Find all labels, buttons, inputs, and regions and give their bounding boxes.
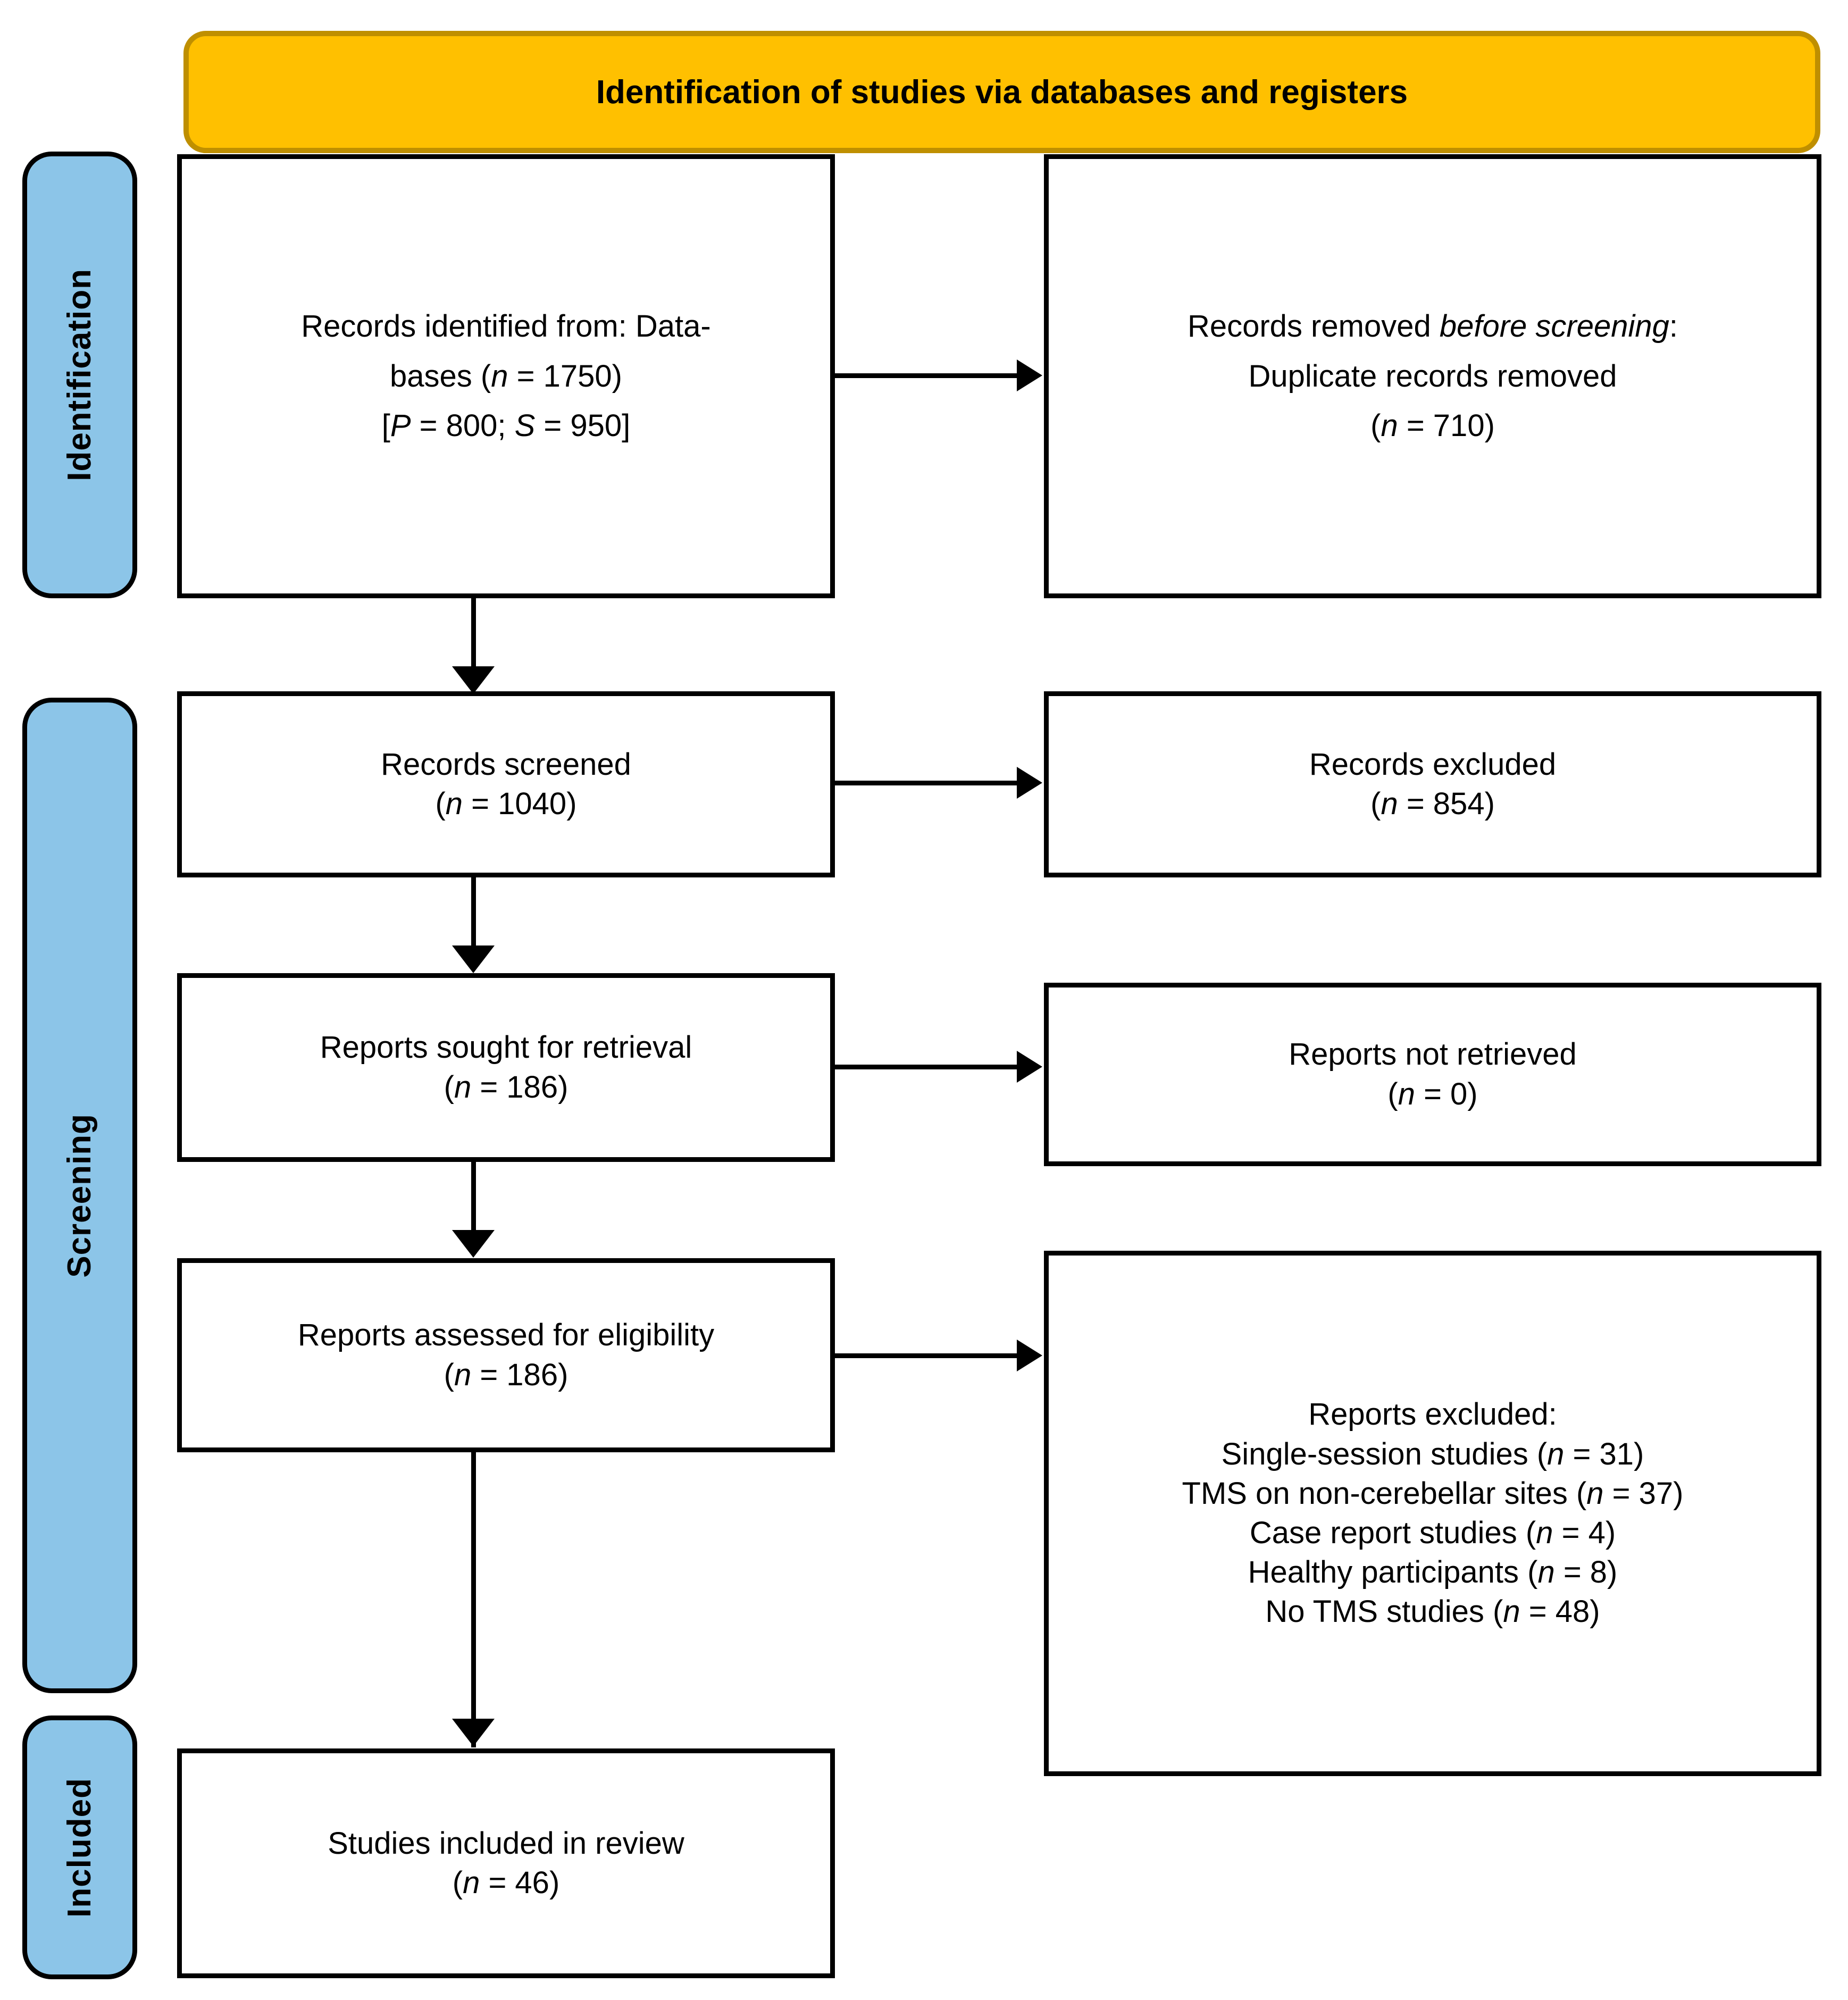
reports-assessed-line2: (n = 186) bbox=[444, 1357, 568, 1392]
stage-pill-identification: Identification bbox=[22, 152, 137, 598]
reports-sought-line2: (n = 186) bbox=[444, 1069, 568, 1104]
box-records-identified: Records identified from: Data- bases (n … bbox=[177, 154, 835, 598]
stage-pill-screening: Screening bbox=[22, 698, 137, 1693]
variable-n: n bbox=[1381, 786, 1398, 821]
arrowhead-identified-to-removed bbox=[1017, 359, 1042, 391]
variable-n: n bbox=[1381, 408, 1398, 443]
variable-n: n bbox=[463, 1865, 480, 1900]
page-title: Identification of studies via databases … bbox=[596, 73, 1408, 111]
records-identified-line3: [P = 800; S = 950] bbox=[381, 408, 631, 443]
connector-screened-to-sought bbox=[471, 877, 476, 965]
variable-n: n bbox=[1547, 1436, 1565, 1471]
connector-identified-to-removed bbox=[835, 373, 1020, 378]
stage-label-identification: Identification bbox=[61, 269, 98, 481]
reports-assessed-line1: Reports assessed for eligibility bbox=[297, 1318, 715, 1353]
box-reports-excluded: Reports excluded: Single-session studies… bbox=[1044, 1251, 1821, 1776]
variable-n: n bbox=[454, 1069, 472, 1104]
records-screened-line2: (n = 1040) bbox=[435, 786, 577, 821]
studies-included-line1: Studies included in review bbox=[328, 1826, 684, 1861]
records-excluded-line1: Records excluded bbox=[1309, 747, 1557, 782]
arrowhead-assessed-to-included bbox=[452, 1719, 495, 1746]
variable-p: P bbox=[390, 408, 411, 443]
arrowhead-sought-to-assessed bbox=[452, 1230, 495, 1258]
stage-label-included: Included bbox=[61, 1777, 98, 1918]
reports-excluded-reason: Case report studies (n = 4) bbox=[1249, 1516, 1616, 1550]
connector-sought-to-assessed bbox=[471, 1162, 476, 1250]
stage-label-screening: Screening bbox=[61, 1113, 98, 1278]
box-records-screened: Records screened (n = 1040) bbox=[177, 691, 835, 877]
variable-n: n bbox=[1398, 1076, 1415, 1111]
records-removed-line1: Records removed before screening: bbox=[1187, 308, 1678, 344]
reports-excluded-reason: Healthy participants (n = 8) bbox=[1248, 1555, 1618, 1590]
box-studies-included: Studies included in review (n = 46) bbox=[177, 1748, 835, 1978]
variable-n: n bbox=[1586, 1476, 1604, 1511]
variable-n: n bbox=[454, 1357, 472, 1392]
reports-not-retrieved-line2: (n = 0) bbox=[1387, 1076, 1478, 1111]
stage-pill-included: Included bbox=[22, 1716, 137, 1979]
variable-n: n bbox=[491, 358, 508, 394]
variable-s: S bbox=[514, 408, 536, 443]
arrowhead-identified-to-screened bbox=[452, 666, 495, 694]
records-removed-line2: Duplicate records removed bbox=[1248, 358, 1617, 394]
reports-excluded-heading: Reports excluded: bbox=[1308, 1397, 1557, 1432]
connector-assessed-to-included bbox=[471, 1452, 476, 1747]
studies-included-line2: (n = 46) bbox=[452, 1865, 560, 1900]
variable-n: n bbox=[1503, 1594, 1520, 1629]
arrowhead-sought-to-not-retrieved bbox=[1017, 1051, 1042, 1083]
connector-screened-to-excluded bbox=[835, 781, 1020, 785]
variable-n: n bbox=[1536, 1516, 1553, 1550]
reports-excluded-reason: No TMS studies (n = 48) bbox=[1265, 1594, 1600, 1629]
box-reports-assessed: Reports assessed for eligibility (n = 18… bbox=[177, 1258, 835, 1452]
connector-assessed-to-reports-excluded bbox=[835, 1353, 1020, 1358]
connector-sought-to-not-retrieved bbox=[835, 1065, 1020, 1069]
records-excluded-line2: (n = 854) bbox=[1370, 786, 1495, 821]
records-identified-line1: Records identified from: Data- bbox=[301, 308, 711, 344]
records-identified-line2: bases (n = 1750) bbox=[390, 358, 622, 394]
box-records-removed: Records removed before screening: Duplic… bbox=[1044, 154, 1821, 598]
records-screened-line1: Records screened bbox=[381, 747, 631, 782]
box-reports-sought: Reports sought for retrieval (n = 186) bbox=[177, 973, 835, 1162]
diagram-title-banner: Identification of studies via databases … bbox=[183, 31, 1820, 153]
arrowhead-screened-to-excluded bbox=[1017, 767, 1042, 799]
connector-identified-to-screened bbox=[471, 598, 476, 686]
reports-excluded-reason: Single-session studies (n = 31) bbox=[1221, 1436, 1644, 1471]
reports-not-retrieved-line1: Reports not retrieved bbox=[1289, 1037, 1577, 1072]
variable-n: n bbox=[445, 786, 463, 821]
arrowhead-assessed-to-reports-excluded bbox=[1017, 1340, 1042, 1371]
box-records-excluded: Records excluded (n = 854) bbox=[1044, 691, 1821, 877]
arrowhead-screened-to-sought bbox=[452, 945, 495, 973]
reports-sought-line1: Reports sought for retrieval bbox=[320, 1030, 692, 1065]
reports-excluded-reason: TMS on non-cerebellar sites (n = 37) bbox=[1182, 1476, 1684, 1511]
box-reports-not-retrieved: Reports not retrieved (n = 0) bbox=[1044, 983, 1821, 1166]
emphasis-before-screening: before screening bbox=[1439, 308, 1669, 344]
records-removed-line3: (n = 710) bbox=[1370, 408, 1495, 443]
variable-n: n bbox=[1537, 1555, 1555, 1590]
